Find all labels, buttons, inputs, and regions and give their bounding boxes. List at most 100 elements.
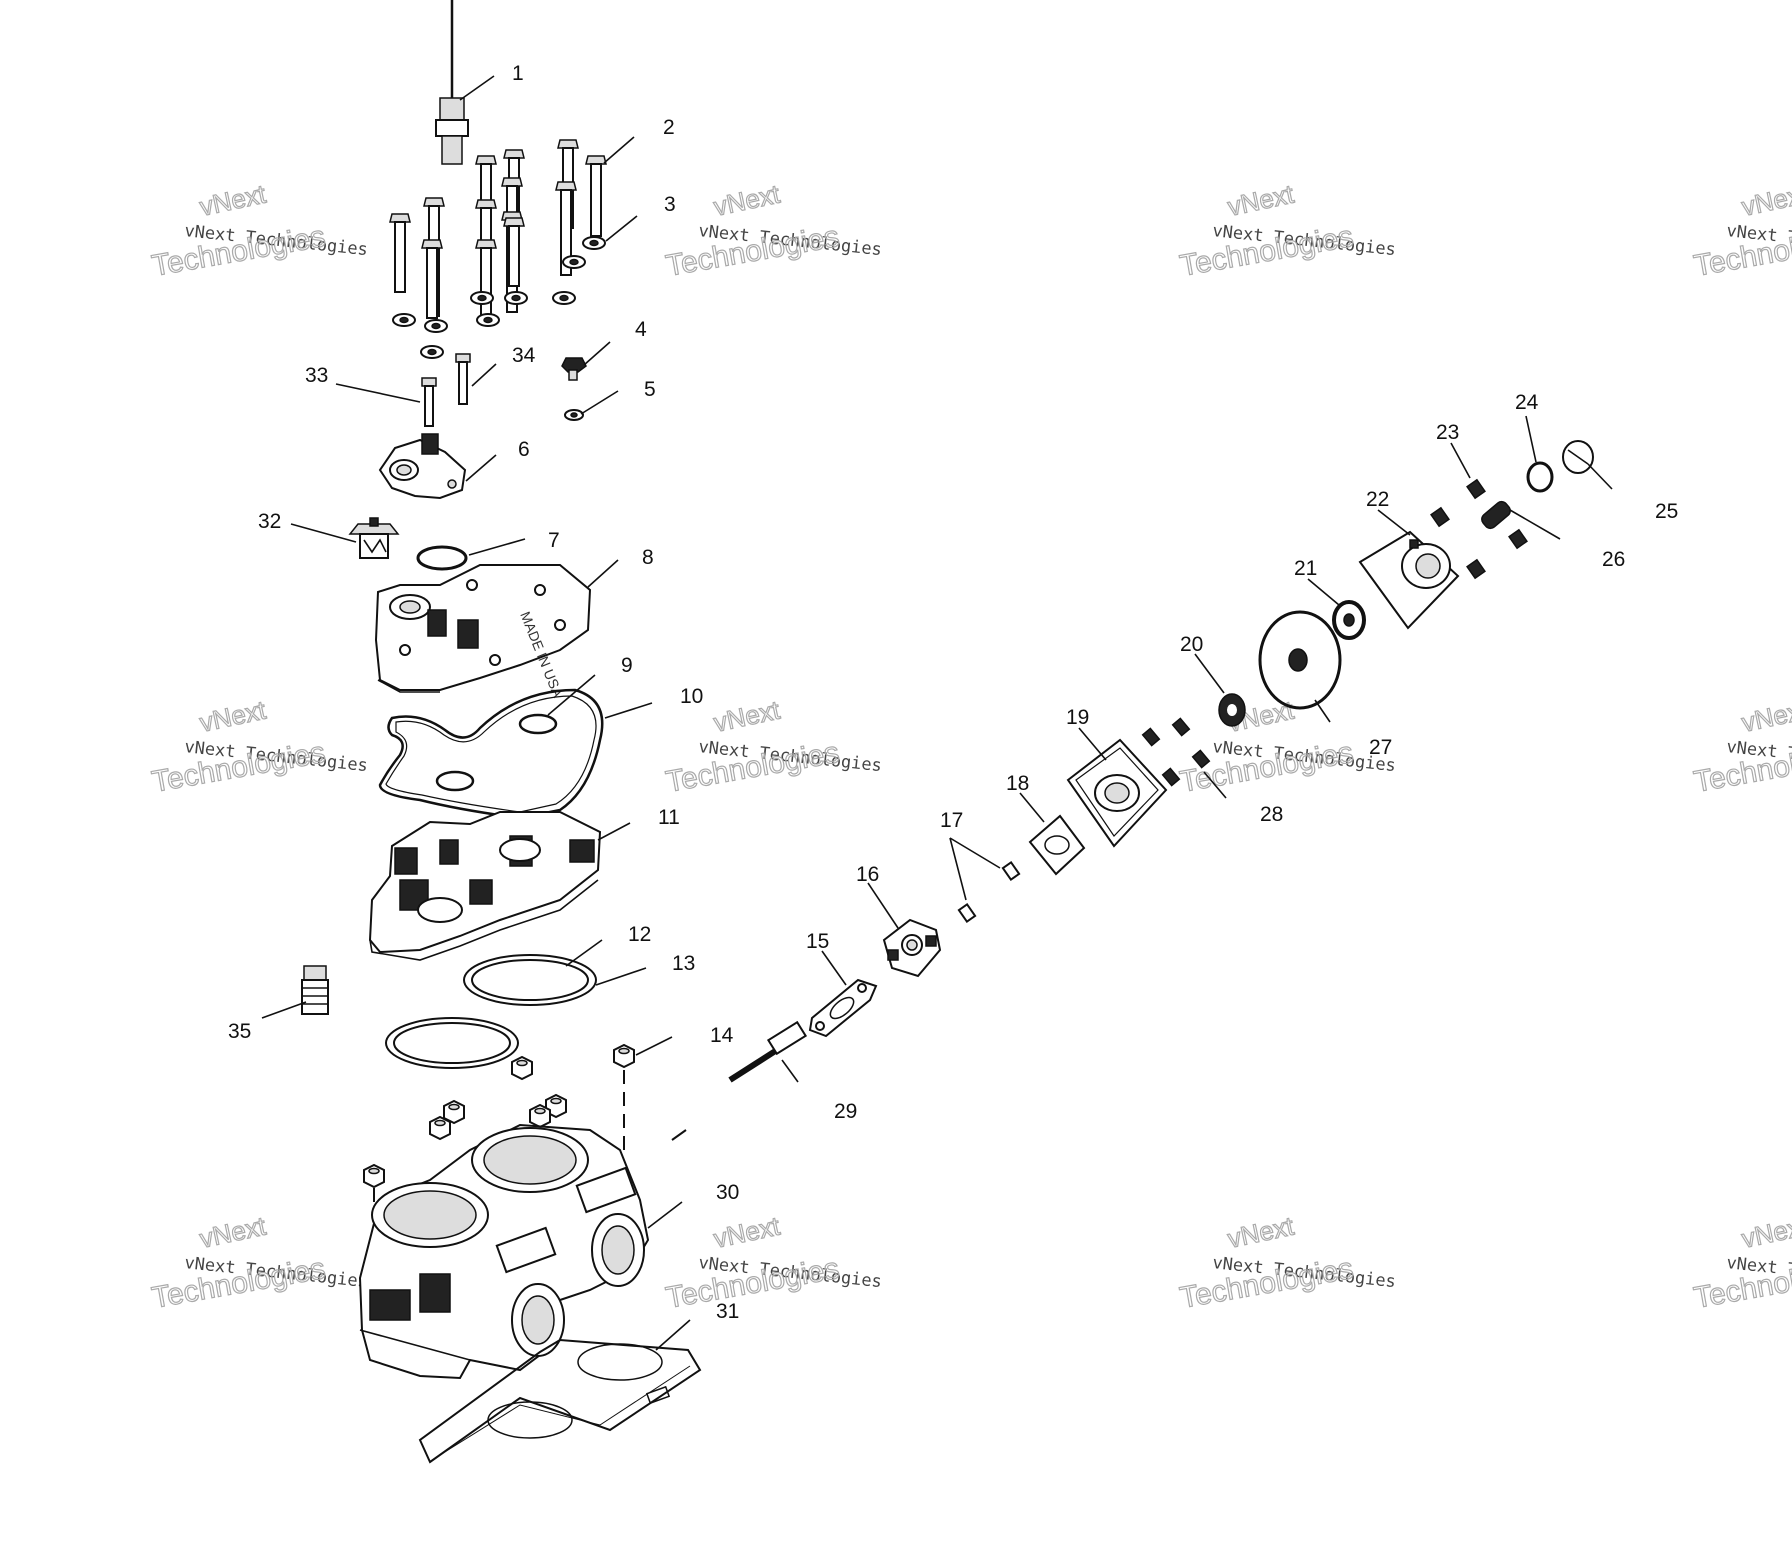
part-15-gasket [808,978,878,1038]
washer [552,291,576,305]
watermark-top: vNext [1225,179,1297,222]
callout-35-leader [261,1001,307,1019]
callout-5-leader [580,390,619,415]
part-18-gasket [1028,814,1086,876]
callout-22: 22 [1366,488,1411,536]
callout-2-leader [603,136,635,164]
part-13-o-ring-rear [385,1017,519,1069]
washer [562,255,586,269]
callout-31-label: 31 [716,1300,739,1323]
callout-16-label: 16 [856,863,879,886]
head-bolt [585,155,607,237]
callout-30-leader [647,1201,683,1229]
callout-23-label: 23 [1436,421,1459,444]
callout-28: 28 [1203,771,1283,826]
part-12-o-ring [471,959,589,1001]
callout-29: 29 [781,1059,857,1123]
part-7-o-ring [416,545,468,571]
head-bolt [555,181,577,276]
callout-25-leader [1587,463,1613,490]
callout-33-leader [335,383,421,403]
callout-18-leader [1019,792,1045,823]
callout-11: 11 [597,806,680,841]
callout-13: 13 [595,952,695,986]
part-35-fitting [301,965,329,1015]
part-24-o-ring [1526,461,1554,493]
callout-2: 2 [603,116,675,164]
watermark-top: vNext [1739,695,1792,738]
watermark-top: vNext [1739,1211,1792,1254]
callout-23-leader [1450,442,1471,479]
part-5-washer [564,409,584,421]
callout-20-label: 20 [1180,633,1203,656]
part-22-cover-housing [1358,530,1460,630]
callout-22-leader [1377,509,1411,536]
watermark-top: vNext [197,695,269,738]
callout-1-leader [459,75,495,101]
callout-6-leader [465,454,497,482]
part-26-spring [1481,500,1511,530]
callout-16-leader [867,882,899,929]
callout-26-leader [1509,509,1561,540]
callout-22-label: 22 [1366,488,1389,511]
part-31-base-gasket [418,1338,702,1464]
nut [363,1163,385,1189]
callout-33: 33 [305,364,421,403]
watermark-top: vNext [711,695,783,738]
callout-14-label: 14 [710,1024,734,1047]
watermark-top: vNext [1225,1211,1297,1254]
callout-29-leader [781,1059,799,1083]
callout-layer: 1234567891011121314151617181920212223242… [228,62,1678,1351]
callout-24-leader [1525,415,1537,463]
part-17-screws [949,837,1021,923]
callout-15-label: 15 [806,930,829,953]
callout-3: 3 [605,193,676,242]
part-9-o-ring [435,713,558,792]
callout-21-leader [1307,578,1340,606]
head-bolt [475,239,497,319]
part-19-plate [1066,738,1168,848]
callout-30-label: 30 [716,1181,739,1204]
part-32-thermostat [348,517,400,559]
callout-26: 26 [1509,509,1625,571]
callout-18-label: 18 [1006,772,1029,795]
part-23-screws [1430,478,1528,580]
callout-11-leader [597,822,631,841]
part-2-head-bolts [389,139,607,319]
part-4-screw [561,357,587,381]
part-25-cap [1562,440,1594,474]
callout-15-leader [821,950,847,986]
callout-29-label: 29 [834,1100,857,1123]
callout-1: 1 [459,62,524,101]
nut [529,1103,551,1129]
part-30-cylinder-block [358,1123,650,1380]
part-11-cylinder-head [368,811,602,961]
part-3-washers [392,236,606,359]
callout-21: 21 [1294,557,1340,606]
callout-3-leader [605,215,638,242]
callout-34: 34 [471,344,536,387]
head-bolt [421,239,443,319]
nut [511,1055,533,1081]
callout-18: 18 [1006,772,1045,823]
callout-31: 31 [655,1300,739,1351]
callout-27: 27 [1314,699,1392,759]
callout-33-label: 33 [305,364,328,387]
callout-23: 23 [1436,421,1471,479]
callout-31-leader [655,1319,691,1351]
part-28-screws [1141,717,1211,787]
callout-4: 4 [583,318,647,366]
callout-20: 20 [1180,633,1225,694]
callout-25-label: 25 [1655,500,1678,523]
callout-30: 30 [647,1181,739,1229]
callout-21-label: 21 [1294,557,1317,580]
callout-9-leader [547,674,596,716]
callout-17-label: 17 [940,809,963,832]
